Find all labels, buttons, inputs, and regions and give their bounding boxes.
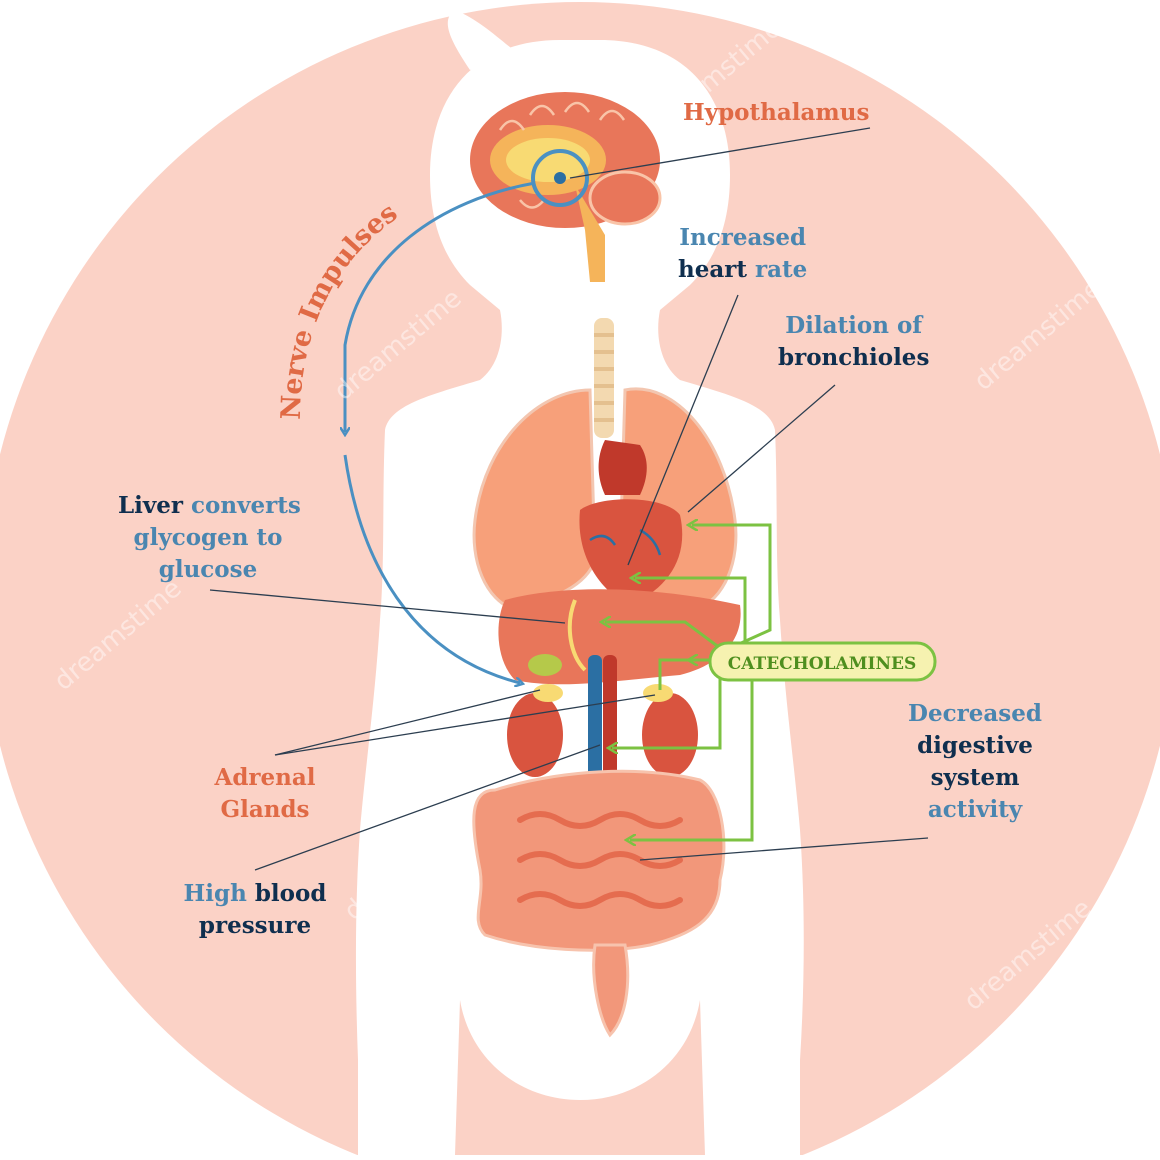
heart-rate-line2a: heart xyxy=(678,256,747,283)
gallbladder xyxy=(528,654,562,676)
heart-rate-line2b: rate xyxy=(755,256,807,283)
digestive-line1: Decreased xyxy=(900,698,1050,730)
pressure-line1a: High xyxy=(184,880,247,907)
liver-line1a: Liver xyxy=(118,492,183,519)
digestive-line4: activity xyxy=(900,794,1050,826)
adrenal-glands-label: Adrenal Glands xyxy=(205,762,325,826)
pressure-line1b: blood xyxy=(255,880,327,907)
catecholamines-label: CATECHOLAMINES xyxy=(728,654,917,674)
digestive-label: Decreased digestive system activity xyxy=(900,698,1050,826)
liver-line3: glucose xyxy=(118,554,298,586)
bronchioles-line1: Dilation of xyxy=(778,310,929,342)
blood-pressure-label: High blood pressure xyxy=(180,878,330,942)
heart-rate-line1: Increased xyxy=(678,222,807,254)
liver-label: Liver converts glycogen to glucose xyxy=(118,490,298,586)
heart-rate-label: Increased heart rate xyxy=(678,222,807,286)
bronchioles-label: Dilation of bronchioles xyxy=(778,310,929,374)
bronchioles-line2: bronchioles xyxy=(778,342,929,374)
adrenal-line1: Adrenal xyxy=(205,762,325,794)
pressure-line2: pressure xyxy=(180,910,330,942)
digestive-line3: system xyxy=(900,762,1050,794)
trachea xyxy=(594,318,614,438)
liver-line2: glycogen to xyxy=(118,522,298,554)
adrenal-line2: Glands xyxy=(205,794,325,826)
hypothalamus-label: Hypothalamus xyxy=(683,97,869,129)
digestive-line2: digestive xyxy=(900,730,1050,762)
liver-line1b: converts xyxy=(191,492,301,519)
